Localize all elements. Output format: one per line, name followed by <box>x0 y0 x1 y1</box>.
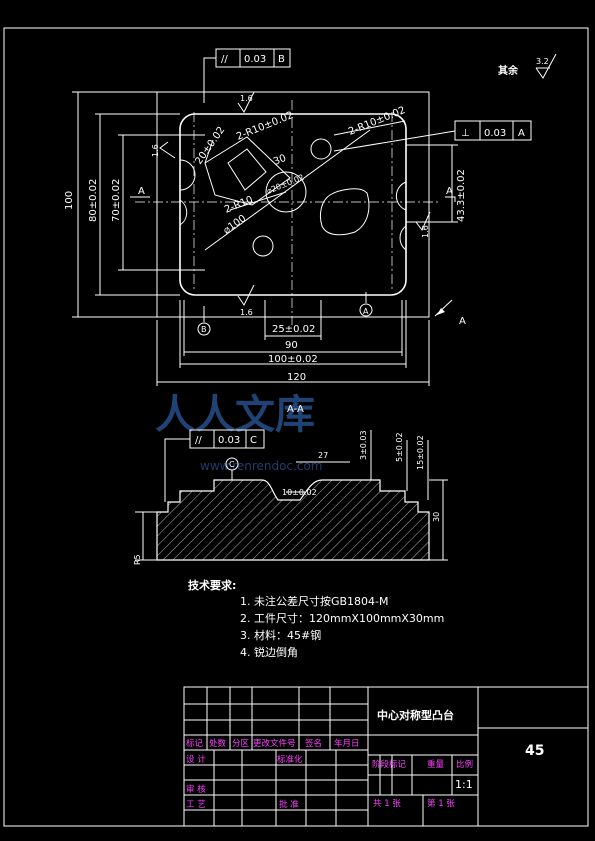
datum-b-icon <box>197 306 211 336</box>
dim-boss-20: 20±0.02 <box>193 125 227 167</box>
dim-section-5: 5±0.02 <box>395 432 404 462</box>
dim-height-80: 80±0.02 <box>88 179 99 222</box>
tb-weight: 重量 <box>427 759 445 770</box>
datum-c: C <box>229 460 235 469</box>
watermark-url: www.renrendoc.com <box>200 459 322 473</box>
dim-height-70: 70±0.02 <box>111 179 122 222</box>
tolerance-frame <box>164 429 265 502</box>
plan-view <box>135 91 440 325</box>
roughness-value: 3.2 <box>536 57 549 66</box>
section-mark-left: A <box>138 186 145 197</box>
tb-label: 签名 <box>305 738 322 749</box>
dim-radius-top: 2-R10±0.02 <box>347 105 407 138</box>
tol-value: 0.03 <box>244 54 266 65</box>
datum-c-icon <box>225 457 239 480</box>
tb-ratio: 比例 <box>456 759 473 770</box>
tb-design: 设 计 <box>186 754 206 765</box>
dim-width-100: 100±0.02 <box>268 354 318 365</box>
dim-height-43: 43.3±0.02 <box>456 169 467 222</box>
dim-width-120: 120 <box>287 372 306 383</box>
tol-symbol: // <box>221 54 228 65</box>
tb-sheets-total: 共 1 张 <box>373 799 401 809</box>
roughness-symbol-icon <box>535 53 557 79</box>
section-arrow-icon <box>130 196 456 202</box>
section-label: A-A <box>287 404 304 415</box>
tolerance-frame <box>333 120 532 152</box>
part-name: 中心对称型凸台 <box>377 708 454 722</box>
dim-section-3: 3±0.03 <box>359 430 368 460</box>
datum-a-icon <box>359 292 373 317</box>
view-mark: A <box>459 316 466 327</box>
datum-a: A <box>363 307 369 316</box>
tol-datum: A <box>518 128 525 139</box>
finish-mark-left: 1.6 <box>151 144 160 157</box>
finish-mark-icon <box>159 141 431 306</box>
section-body <box>156 479 430 561</box>
tol-value: 0.03 <box>218 435 240 446</box>
tb-label: 更改文件号 <box>253 738 296 749</box>
dim-section-10: R5 <box>133 554 142 565</box>
datum-b: B <box>201 325 207 334</box>
dim-section-30: 30 <box>432 512 441 522</box>
material: 45 <box>525 743 544 759</box>
requirement-item: 1. 未注公差尺寸按GB1804-M <box>240 594 389 608</box>
finish-mark-right: 1.6 <box>421 225 430 238</box>
finish-mark-bottom: 1.6 <box>240 308 253 317</box>
roughness-label: 其余 <box>498 64 519 77</box>
dim-radius-left: 2-R10 <box>223 194 255 215</box>
finish-mark-icon <box>237 91 255 113</box>
tol-datum: B <box>278 54 285 65</box>
tb-approve: 批 准 <box>279 799 299 810</box>
tol-value: 0.03 <box>484 128 506 139</box>
tb-review: 审 核 <box>186 784 206 795</box>
section-mark-right: A <box>446 186 453 197</box>
finish-mark-top: 1.6 <box>240 94 253 103</box>
dim-width-25: 25±0.02 <box>272 324 315 335</box>
dim-circle-dia: ⌀100 <box>221 213 248 236</box>
dim-section-15: 15±0.02 <box>416 435 425 470</box>
tb-label: 标记 <box>186 738 204 749</box>
requirement-item: 4. 锐边倒角 <box>240 645 298 659</box>
requirement-item: 3. 材料：45#钢 <box>240 628 321 642</box>
dim-section-r5: 10±0.02 <box>282 488 317 497</box>
tol-symbol: ⊥ <box>461 128 470 139</box>
tb-standardize: 标准化 <box>277 754 303 765</box>
requirement-item: 2. 工件尺寸：120mmX100mmX30mm <box>240 611 444 625</box>
plan-dimension-lines <box>72 91 458 386</box>
view-arrow-icon <box>434 299 453 317</box>
tb-process: 工 艺 <box>186 800 206 810</box>
tb-stage: 阶段标记 <box>372 759 407 770</box>
tb-scale: 1:1 <box>455 778 473 791</box>
dim-radius-boss: 2-R10±0.02 <box>235 110 295 143</box>
title-block <box>183 686 589 827</box>
tb-sheet-no: 第 1 张 <box>427 798 455 809</box>
tolerance-frame <box>203 48 291 103</box>
dim-width-90: 90 <box>285 340 298 351</box>
requirements-title: 技术要求: <box>188 578 236 592</box>
tol-symbol: // <box>195 435 202 446</box>
dim-section-27: 27 <box>318 451 328 460</box>
tb-label: 处数 <box>209 738 227 749</box>
watermark-text: 人人文库 <box>155 392 315 438</box>
tb-label: 分区 <box>232 739 250 749</box>
dim-boss-30: 30 <box>272 153 288 168</box>
dim-height-100: 100 <box>64 191 75 210</box>
tol-datum: C <box>250 435 257 446</box>
tb-label: 年月日 <box>334 738 360 749</box>
